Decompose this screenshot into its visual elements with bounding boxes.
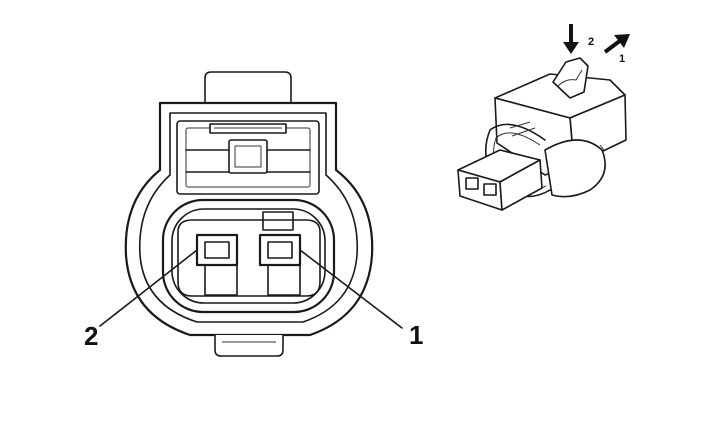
iso-latch xyxy=(552,57,589,99)
central-latch-inner xyxy=(234,145,262,168)
outer-housing xyxy=(124,101,374,337)
pin-2-label: 2 xyxy=(84,321,98,351)
mating-face-outer xyxy=(161,198,336,314)
pin-1-terminal xyxy=(258,233,302,296)
iso-rib-detail xyxy=(509,121,605,151)
iso-latch-detail xyxy=(557,69,583,87)
push-down-arrow-icon xyxy=(563,24,579,54)
release-step-2-label: 2 xyxy=(588,36,594,48)
iso-terminal-1 xyxy=(483,183,497,196)
pin-2-leader xyxy=(99,249,198,327)
connector-face-view: 2 1 xyxy=(84,71,423,357)
release-step-1-label: 1 xyxy=(619,53,625,65)
lock-window xyxy=(176,120,320,195)
slide-out-arrow-icon xyxy=(603,34,630,54)
polarity-key-slot xyxy=(262,211,294,231)
top-latch-tab xyxy=(204,71,292,103)
iso-nose-side xyxy=(499,159,543,211)
pin-2-terminal xyxy=(195,233,239,296)
cavity-wall xyxy=(177,219,321,297)
mating-face-inner xyxy=(171,208,326,304)
central-latch xyxy=(228,139,268,174)
pin-1-leader xyxy=(299,249,403,329)
inner-housing-outline xyxy=(138,112,359,323)
bottom-key-tab xyxy=(214,335,284,357)
connector-isometric-view: 2 1 xyxy=(457,24,630,211)
iso-cylinder xyxy=(544,139,606,198)
pin-1-label: 1 xyxy=(409,320,423,350)
iso-terminal-2 xyxy=(465,177,479,190)
